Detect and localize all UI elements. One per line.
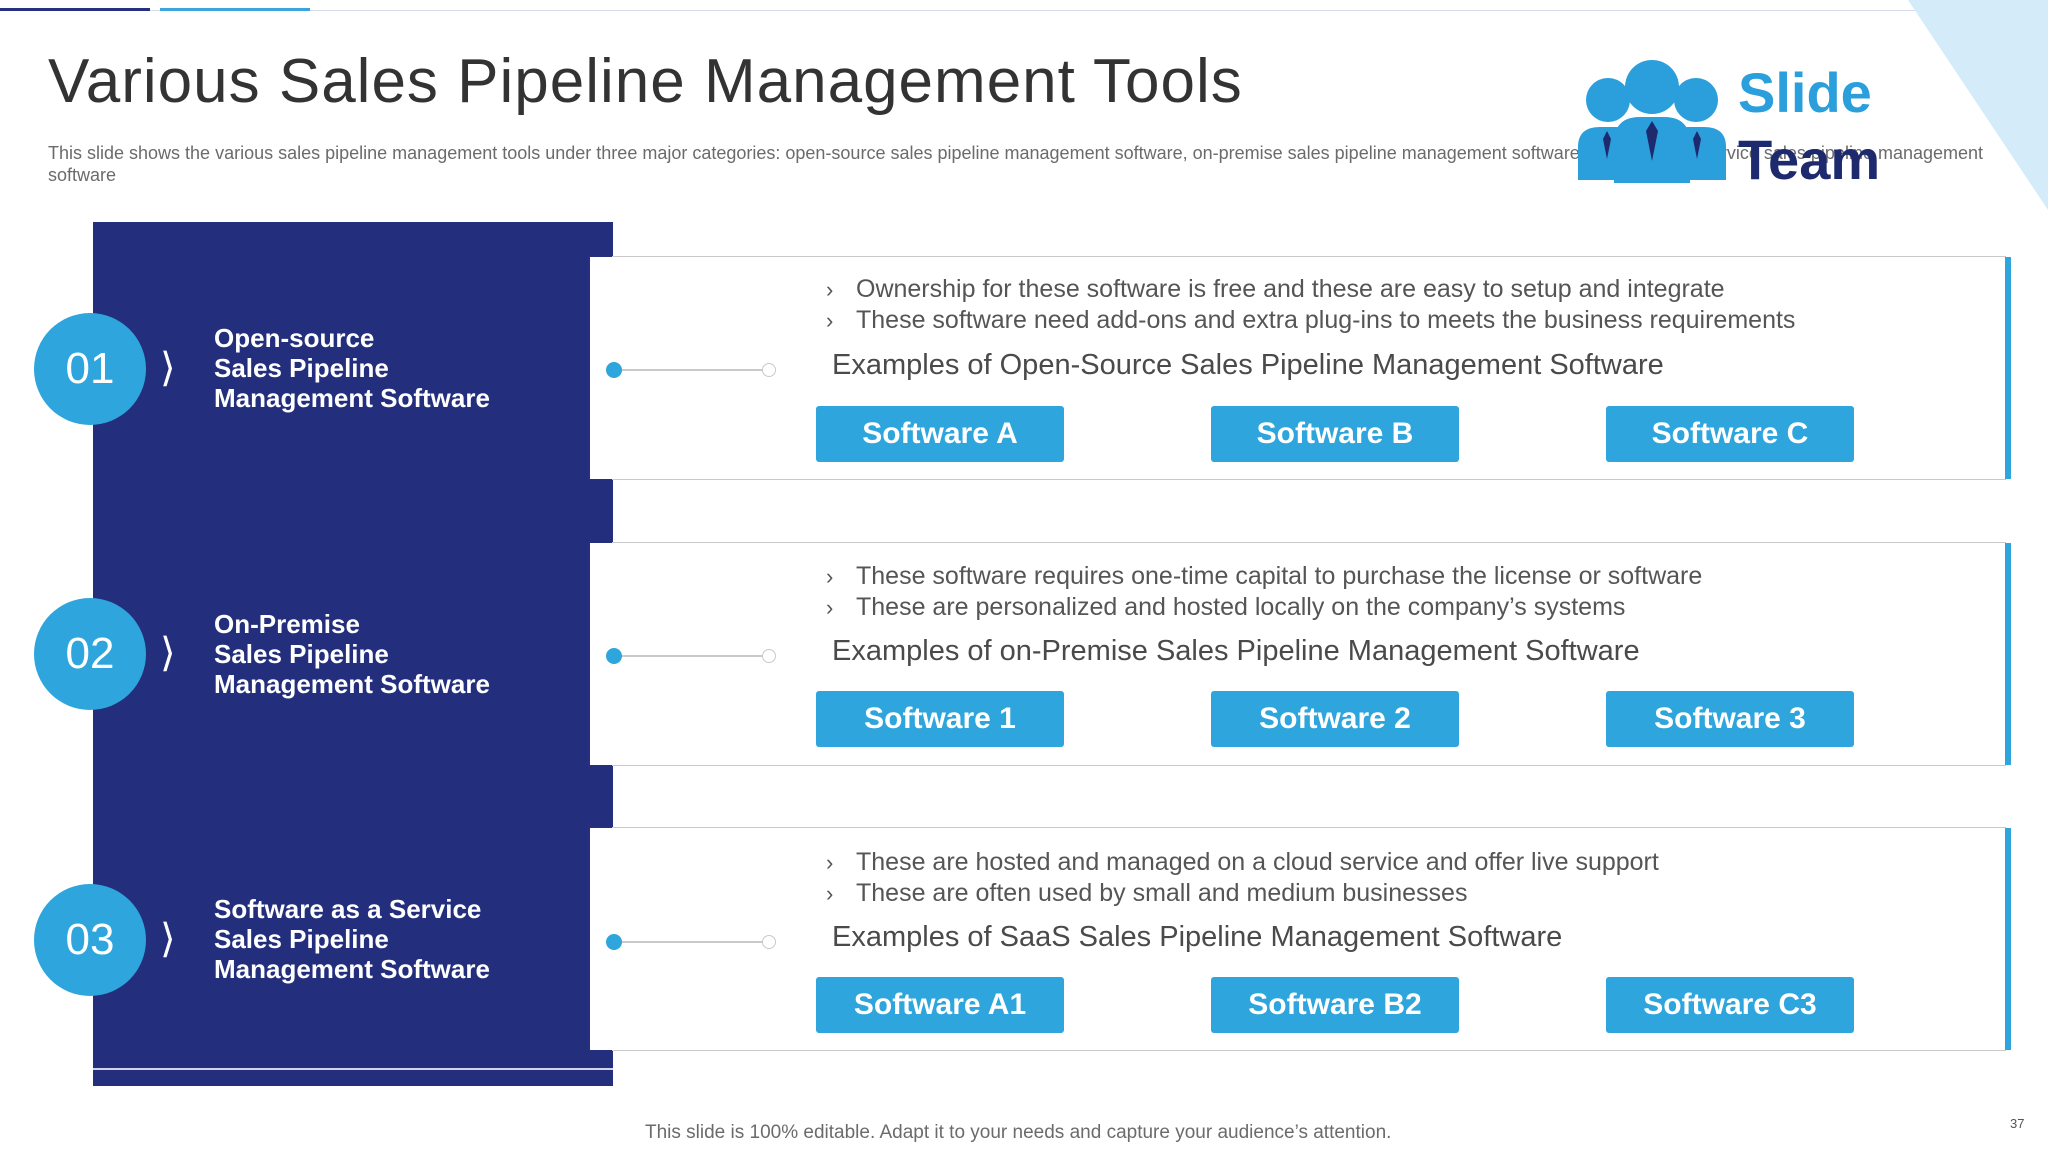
connector-dot [606,362,622,378]
connector-dot [606,934,622,950]
bullet-item: › These software need add-ons and extra p… [826,305,1795,336]
slide-subtitle: This slide shows the various sales pipel… [48,143,1984,185]
top-accent-navy [0,8,150,11]
category-number-badge: 03 [34,884,146,996]
panel-bracket [588,256,612,480]
connector-line [614,941,768,943]
connector-ring [762,935,776,949]
connector-line [614,369,768,371]
chevron-right-icon: ⟩ [160,346,176,390]
category-label-line: Management Software [214,669,490,699]
category-number-badge: 02 [34,598,146,710]
slideteam-logo: Slide Team [1570,55,1880,195]
category-label-line: Management Software [214,954,490,984]
category-label: On-Premise Sales Pipeline Management Sof… [214,609,490,699]
software-b2-button[interactable]: Software B2 [1211,977,1459,1033]
panel-accent-bar [2005,543,2011,765]
software-c-button[interactable]: Software C [1606,406,1854,462]
bullet-item: › These are hosted and managed on a cloud… [826,847,1659,878]
column-bottom-divider [93,1068,613,1070]
bullet-text: These are personalized and hosted locall… [856,593,1626,621]
connector-ring [762,363,776,377]
bullet-item: › These are personalized and hosted local… [826,592,1702,623]
connector [606,934,776,950]
software-3-button[interactable]: Software 3 [1606,691,1854,747]
bullet-marker-icon: › [826,308,834,333]
chevron-right-icon: ⟩ [160,917,176,961]
slide-title: Various Sales Pipeline Management Tools [48,47,1243,116]
software-a1-button[interactable]: Software A1 [816,977,1064,1033]
connector-dot [606,648,622,664]
software-c3-button[interactable]: Software C3 [1606,977,1854,1033]
category-label-line: Software as a Service [214,894,482,924]
logo-word-slide: Slide [1738,61,1872,124]
people-group-icon [1578,60,1726,183]
bullet-list: › Ownership for these software is free an… [826,274,1795,336]
bullet-item: › Ownership for these software is free an… [826,274,1795,305]
bullet-list: › These software requires one-time capita… [826,561,1702,623]
connector-line [614,655,768,657]
page-number: 37 [2010,1116,2025,1131]
connector [606,362,776,378]
category-label-line: Sales Pipeline [214,924,389,954]
bullet-text: These are often used by small and medium… [856,879,1468,907]
software-a-button[interactable]: Software A [816,406,1064,462]
slide-footer: This slide is 100% editable. Adapt it to… [645,1122,1392,1143]
chevron-right-icon: ⟩ [160,631,176,675]
category-label-line: Management Software [214,383,490,413]
category-label-line: Sales Pipeline [214,353,389,383]
top-accent-blue [160,8,310,11]
category-column-background [93,222,613,1086]
logo-word-team: Team [1738,128,1881,191]
panel-accent-bar [2005,257,2011,479]
bullet-marker-icon: › [826,564,834,589]
software-2-button[interactable]: Software 2 [1211,691,1459,747]
connector-ring [762,649,776,663]
category-label: Software as a Service Sales Pipeline Man… [214,894,490,984]
examples-heading: Examples of on-Premise Sales Pipeline Ma… [832,635,1640,667]
bullet-marker-icon: › [826,595,834,620]
bullet-marker-icon: › [826,881,834,906]
bullet-marker-icon: › [826,277,834,302]
bullet-item: › These are often used by small and mediu… [826,878,1659,909]
bullet-text: These software need add-ons and extra pl… [856,306,1796,334]
connector [606,648,776,664]
category-label-line: Open-source [214,323,375,353]
category-number-badge: 01 [34,313,146,425]
panel-bracket [588,827,612,1051]
category-label: Open-source Sales Pipeline Management So… [214,323,490,413]
bullet-item: › These software requires one-time capita… [826,561,1702,592]
examples-heading: Examples of Open-Source Sales Pipeline M… [832,349,1664,381]
bullet-marker-icon: › [826,850,834,875]
bullet-text: These software requires one-time capital… [856,562,1703,590]
bullet-text: These are hosted and managed on a cloud … [856,848,1659,876]
panel-accent-bar [2005,828,2011,1050]
panel-bracket [588,542,612,766]
software-1-button[interactable]: Software 1 [816,691,1064,747]
bullet-text: Ownership for these software is free and… [856,275,1725,303]
category-label-line: Sales Pipeline [214,639,389,669]
examples-heading: Examples of SaaS Sales Pipeline Manageme… [832,921,1563,953]
top-divider-line [0,10,2048,11]
category-label-line: On-Premise [214,609,360,639]
software-b-button[interactable]: Software B [1211,406,1459,462]
bullet-list: › These are hosted and managed on a cloud… [826,847,1659,909]
